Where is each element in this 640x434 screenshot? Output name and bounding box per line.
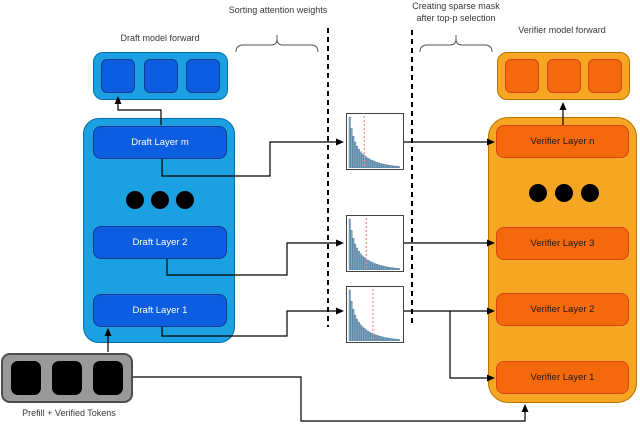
ellipsis-dot <box>126 191 144 209</box>
prefill-tokens-box <box>1 353 133 403</box>
prefill-tokens-label: Prefill + Verified Tokens <box>22 408 116 418</box>
brace-sparse-mask <box>419 35 493 53</box>
brace-sorting <box>235 35 319 53</box>
connector-hist3-to-verifierlayer1 <box>449 311 495 382</box>
sparse-mask-label: Creating sparse mask after top-p selecti… <box>412 1 500 23</box>
draft-token-cell <box>143 59 178 93</box>
verifier-token-cell <box>588 59 622 93</box>
attention-histogram-2 <box>346 215 404 272</box>
prefill-token-cell <box>11 361 41 395</box>
verifier-layer-n: Verifier Layer n <box>496 125 629 158</box>
draft-output-tokens-box <box>93 52 228 100</box>
attention-histogram-1 <box>346 113 404 170</box>
draft-layer-2: Draft Layer 2 <box>93 226 227 259</box>
ellipsis-dot <box>529 184 547 202</box>
verifier-model-title: Verifier model forward <box>518 25 606 35</box>
connector-tokens-to-verifier <box>133 376 529 422</box>
draft-layer-1: Draft Layer 1 <box>93 294 227 327</box>
draft-model-title: Draft model forward <box>120 33 200 43</box>
draft-layer-m: Draft Layer m <box>93 126 227 159</box>
prefill-token-cell <box>93 361 123 395</box>
ellipsis-dot <box>151 191 169 209</box>
ellipsis-dot <box>555 184 573 202</box>
verifier-token-cell <box>546 59 581 93</box>
ellipsis-dot <box>176 191 194 209</box>
verifier-model-box <box>488 117 637 403</box>
verifier-layer-1: Verifier Layer 1 <box>496 361 629 394</box>
attention-histogram-3 <box>346 286 404 343</box>
verifier-layer-3: Verifier Layer 3 <box>496 227 629 260</box>
verifier-output-tokens-box <box>497 52 630 100</box>
draft-token-cell <box>186 59 220 93</box>
draft-token-cell <box>101 59 135 93</box>
sorting-attention-label: Sorting attention weights <box>228 5 328 15</box>
prefill-token-cell <box>52 361 82 395</box>
ellipsis-dot <box>581 184 599 202</box>
verifier-layer-2: Verifier Layer 2 <box>496 293 629 326</box>
verifier-token-cell <box>505 59 539 93</box>
